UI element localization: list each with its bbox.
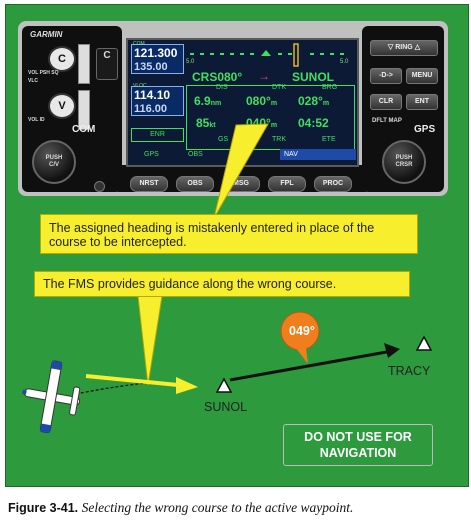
default-map-label: DFLT MAP: [372, 118, 402, 124]
nav-frequency-box: 114.10 116.00: [131, 86, 184, 116]
course-line: [229, 349, 393, 382]
cdi-scale-right: 5.0: [340, 59, 349, 65]
waypoint-tracy-marker: [415, 335, 433, 351]
status-obs: OBS: [188, 151, 203, 158]
vol-id-label: VOL ID: [28, 117, 45, 123]
top-callout-pointer: [213, 123, 269, 219]
bearing-value: 028°m: [298, 94, 330, 108]
status-gps: GPS: [144, 151, 159, 158]
waypoint-sunol-label: SUNOL: [204, 400, 248, 414]
waypoint-tracy-label: TRACY: [388, 364, 431, 378]
aircraft-track: [75, 381, 161, 395]
proc-button[interactable]: PROC: [314, 176, 352, 192]
active-leg-arrow: →: [258, 69, 270, 83]
wrong-course-arrowhead: [176, 377, 198, 394]
active-waypoint: SUNOL: [292, 70, 334, 84]
callout-wrong-course: The FMS provides guidance along the wron…: [34, 271, 410, 297]
header-gs: GS: [218, 136, 229, 143]
wrong-course-line: [85, 374, 179, 387]
heading-bubble-text: 049°: [289, 324, 315, 338]
heading-bubble-pointer: [296, 348, 308, 364]
nav-active-frequency: 114.10: [134, 88, 171, 102]
ete-value: 04:52: [298, 116, 329, 130]
clear-button[interactable]: CLR: [370, 94, 402, 110]
enter-button[interactable]: ENT: [406, 94, 438, 110]
groundspeed-value: 85kt: [196, 116, 216, 130]
direct-to-button[interactable]: -D->: [370, 68, 402, 84]
nav-standby-frequency: 116.00: [134, 103, 168, 115]
obs-button[interactable]: OBS: [176, 176, 214, 192]
nav-flip-flop-toggle[interactable]: [78, 90, 90, 130]
fpl-button[interactable]: FPL: [268, 176, 306, 192]
vlc-label: VLC: [28, 78, 38, 84]
enr-annunciator: ENR: [131, 128, 184, 142]
course-readout: CRS080°: [192, 70, 243, 84]
desired-track-value: 080°m: [246, 94, 278, 108]
distance-value: 6.9nm: [194, 94, 222, 108]
aircraft-icon: [22, 360, 81, 434]
waypoint-sunol-marker: [215, 377, 233, 393]
cdi-scale-left: 5.0: [186, 59, 195, 65]
header-trk: TRK: [272, 136, 286, 143]
do-not-use-warning: DO NOT USE FOR NAVIGATION: [283, 424, 433, 466]
com-tag: COM: [133, 41, 145, 47]
gps-label: GPS: [414, 124, 436, 135]
com-label: COM: [72, 124, 96, 135]
com-flip-flop-toggle[interactable]: [78, 44, 90, 84]
figure-caption-text: Selecting the wrong course to the active…: [81, 500, 354, 515]
cursor-knob[interactable]: PUSH CRSR: [382, 140, 426, 184]
header-dtk: DTK: [272, 84, 286, 91]
header-brg: BRG: [322, 84, 338, 91]
course-arrowhead: [384, 343, 400, 358]
menu-button[interactable]: MENU: [406, 68, 438, 84]
range-button[interactable]: ▽ RING △: [370, 40, 438, 56]
vloc-select-button[interactable]: V: [48, 93, 76, 119]
header-dis: DIS: [216, 84, 228, 91]
bottom-callout-pointer: [137, 295, 163, 386]
figure-caption: Figure 3-41. Selecting the wrong course …: [8, 500, 353, 516]
com-swap-button[interactable]: C: [96, 48, 118, 80]
nrst-button[interactable]: NRST: [130, 176, 168, 192]
nav-status-bar: NAV: [280, 149, 356, 160]
com-active-frequency: 121.300: [134, 46, 178, 60]
com-standby-frequency: 135.00: [134, 61, 168, 73]
photocell-sensor: [94, 181, 105, 192]
cdi-bar: [190, 43, 344, 67]
data-fields-box: [186, 85, 355, 150]
brand-logo: GARMIN: [30, 30, 63, 39]
header-ete: ETE: [322, 136, 336, 143]
callout-wrong-heading: The assigned heading is mistakenly enter…: [40, 214, 418, 254]
vloc-tag: VLOC: [133, 83, 147, 89]
figure-number: Figure 3-41.: [8, 501, 79, 515]
com-frequency-box: 121.300 135.00: [131, 44, 184, 74]
com-nav-knob[interactable]: PUSH C/V: [32, 140, 76, 184]
vol-psh-label: VOL PSH SQ: [28, 70, 59, 76]
com-select-button[interactable]: C: [48, 46, 76, 72]
